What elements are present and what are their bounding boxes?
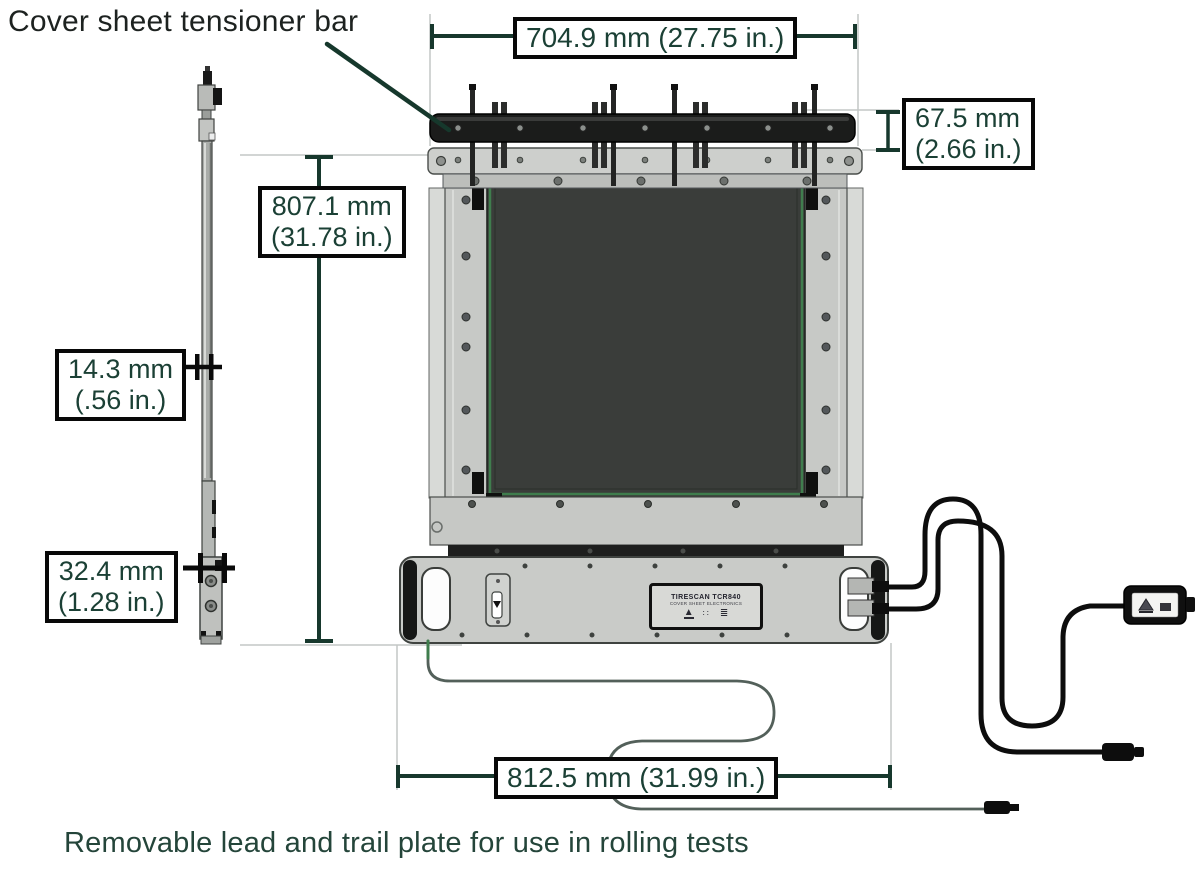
small-connector — [984, 801, 1010, 814]
interface-module-port — [1186, 597, 1195, 612]
side-mid-segment — [201, 480, 216, 558]
dim-tick — [198, 553, 203, 583]
dimension-label-overall-height: 807.1 mm (31.78 in.) — [258, 186, 406, 258]
black-strip-screws — [494, 548, 779, 554]
dimension-text: 812.5 mm (31.99 in.) — [507, 762, 766, 793]
leader-line — [324, 41, 452, 133]
triangle-logo-base — [1139, 611, 1153, 613]
dimension-label-profile-thickness: 14.3 mm (.56 in.) — [55, 349, 187, 421]
module-icon — [1160, 603, 1171, 611]
side-top-tip — [205, 66, 210, 72]
corner-screw — [435, 155, 447, 167]
tensioner-pins-upper — [469, 84, 818, 116]
dimension-text: (2.66 in.) — [915, 133, 1022, 164]
dimension-text: 32.4 mm — [58, 556, 164, 586]
small-connector-tip — [1010, 804, 1019, 811]
nameplate-model-text: TIRESCAN TCR840 — [671, 594, 741, 602]
rail-screws — [461, 195, 831, 475]
black-cable-a — [886, 496, 1107, 755]
black-strip — [448, 545, 844, 557]
bottom-bar — [399, 556, 889, 644]
sensor-mat — [486, 175, 806, 498]
side-upper-block — [197, 84, 216, 111]
screw — [496, 579, 500, 583]
barrel-connector-tip — [1134, 747, 1144, 757]
dim-tick — [195, 354, 200, 380]
nameplate-icon-row: ▲ ∶∶ ≣ — [683, 606, 729, 619]
dim-tick — [876, 148, 900, 152]
side-upper-tab — [213, 88, 222, 105]
interface-module — [1123, 585, 1195, 625]
dim-tick — [305, 155, 333, 159]
dim-tick — [305, 639, 333, 643]
dimension-text: (.56 in.) — [74, 384, 167, 415]
dimension-label-base-thickness: 32.4 mm (1.28 in.) — [45, 551, 178, 623]
tensioner-bar-highlight — [436, 117, 849, 121]
dimension-label-top-width: 704.9 mm (27.75 in.) — [513, 17, 798, 59]
dim-tick — [888, 765, 892, 788]
extension-lines — [240, 14, 899, 790]
side-notch-1 — [212, 500, 216, 514]
dim-tick — [876, 110, 900, 114]
dimension-label-base-width: 812.5 mm (31.99 in.) — [494, 757, 779, 799]
dim-tick — [209, 354, 214, 380]
black-cable-b — [886, 518, 1127, 729]
side-foot — [200, 635, 222, 645]
barrel-connector — [1102, 743, 1134, 761]
connector-collar-2 — [847, 599, 875, 617]
interface-module-label — [1131, 592, 1179, 618]
front-view — [399, 84, 889, 644]
lower-plate-screws — [468, 500, 828, 508]
handle-cutout-left — [421, 567, 451, 631]
dim-tick — [430, 24, 434, 49]
connector-collar-1 — [847, 577, 875, 595]
side-notch-2 — [212, 527, 216, 538]
bottom-bar-endcap-left — [403, 560, 417, 640]
diagram-caption: Removable lead and trail plate for use i… — [64, 827, 749, 859]
latch-arrow-icon — [493, 601, 501, 608]
triangle-logo-icon: ▲ — [683, 606, 694, 619]
tensioner-bar-screws — [454, 124, 834, 132]
screw — [496, 620, 500, 624]
device-nameplate: TIRESCAN TCR840 COVER SHEET ELECTRONICS … — [649, 583, 763, 630]
plate-hole — [431, 521, 443, 533]
diagram-title: Cover sheet tensioner bar — [8, 5, 359, 38]
tensioner-pins-lower — [470, 140, 817, 186]
dimension-text: (1.28 in.) — [58, 586, 165, 617]
connector-plug-1 — [872, 581, 889, 592]
nameplate-lines-icon: ≣ — [719, 607, 729, 619]
right-outer-strip — [844, 187, 864, 499]
side-lower-notch — [208, 132, 216, 141]
nameplate-subtitle-text: COVER SHEET ELECTRONICS — [669, 601, 743, 607]
nameplate-dots-icon: ∶∶ — [702, 608, 711, 618]
dimension-text: 14.3 mm — [68, 354, 174, 384]
dimension-text: (31.78 in.) — [271, 221, 393, 252]
side-top-knob — [203, 71, 212, 85]
triangle-logo-icon — [1138, 598, 1154, 611]
connector-plug-2 — [872, 603, 889, 614]
dimension-text: 807.1 mm — [271, 191, 392, 221]
side-neck — [201, 109, 212, 120]
dimension-text: 67.5 mm — [915, 103, 1021, 133]
top-plate-screws — [454, 156, 834, 164]
screw-center — [209, 579, 213, 583]
dim-tick — [853, 24, 857, 49]
handle-cutout-right — [839, 567, 869, 631]
screw-center — [209, 604, 213, 608]
dim-tick — [222, 553, 227, 583]
dimension-label-tensioner-height: 67.5 mm (2.66 in.) — [902, 98, 1035, 170]
dimension-text: 704.9 mm (27.75 in.) — [526, 22, 785, 53]
left-outer-strip — [428, 187, 446, 499]
corner-screw — [843, 155, 855, 167]
bottom-bar-screws — [459, 563, 790, 638]
dim-tick — [396, 765, 400, 788]
